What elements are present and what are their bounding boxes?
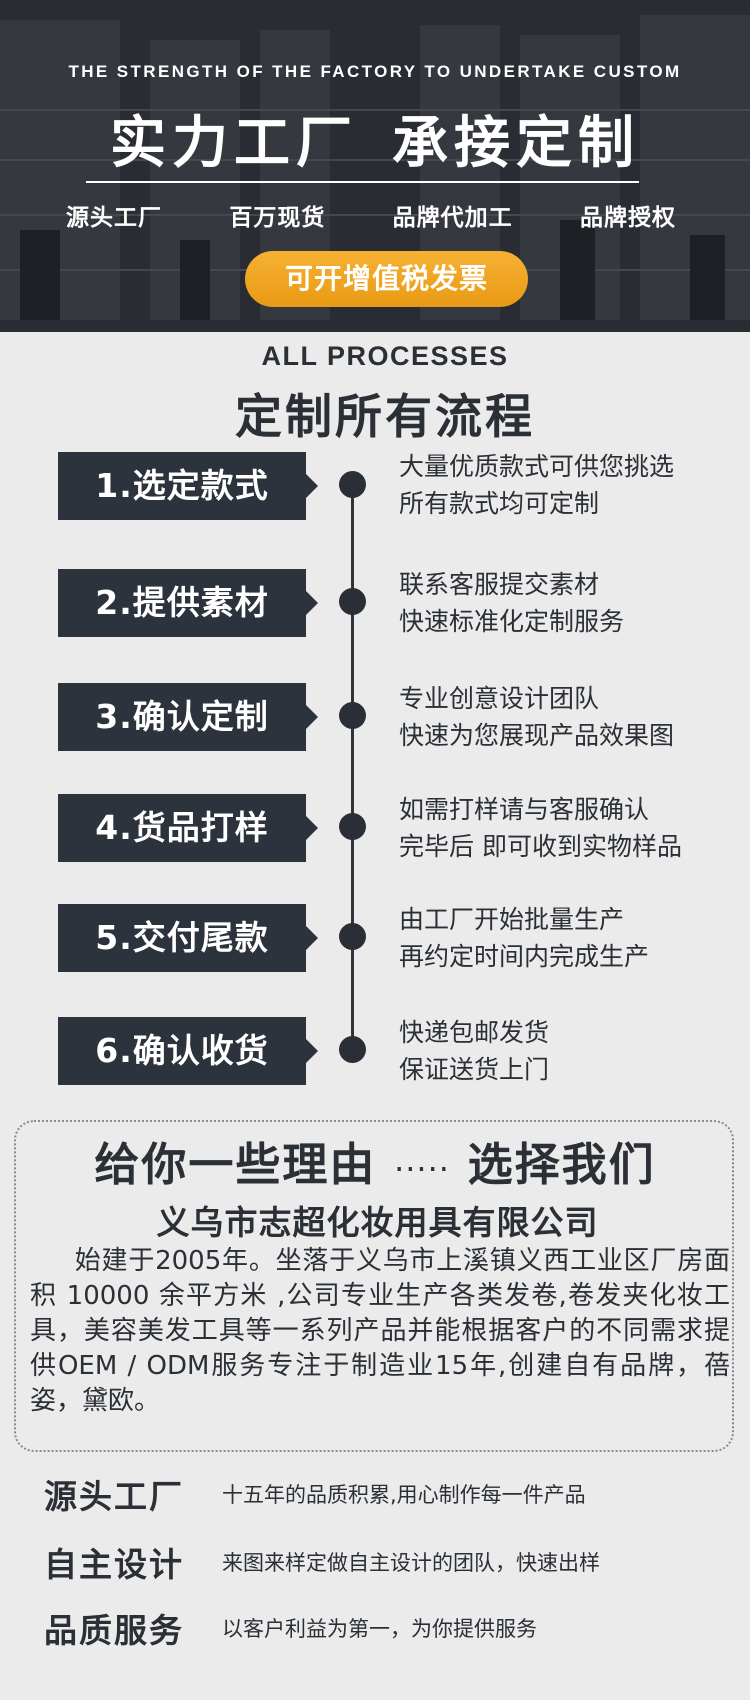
hero-title-left: 实力工厂 [110, 111, 358, 176]
step-description: 专业创意设计团队 快速为您展现产品效果图 [399, 680, 739, 754]
feature-row: 品质服务 以客户利益为第一，为你提供服务 [44, 1604, 724, 1652]
step-description-line: 快递包邮发货 [399, 1018, 550, 1047]
company-description: 始建于2005年。坐落于义乌市上溪镇义西工业区厂房面积 10000 余平方米 ,… [30, 1244, 730, 1419]
step-description-line: 大量优质款式可供您挑选 [399, 452, 675, 481]
step-label: 5.交付尾款 [58, 904, 318, 972]
feature-row: 自主设计 来图来样定做自主设计的团队，快速出样 [44, 1538, 724, 1586]
timeline-dot [339, 1036, 366, 1063]
step-description-line: 快速为您展现产品效果图 [399, 721, 675, 750]
hero-divider [86, 181, 639, 183]
step-description-line: 快速标准化定制服务 [399, 607, 625, 636]
feature-description: 来图来样定做自主设计的团队，快速出样 [222, 1551, 600, 1575]
company-name: 义乌市志超化妆用具有限公司 [156, 1203, 599, 1242]
process-title: 定制所有流程 [235, 390, 535, 445]
feature-description: 以客户利益为第一，为你提供服务 [222, 1617, 537, 1641]
hero-tag: 品牌授权 [579, 205, 676, 231]
feature-description: 十五年的品质积累,用心制作每一件产品 [222, 1483, 586, 1507]
step-description-line: 专业创意设计团队 [399, 684, 600, 713]
step-description: 联系客服提交素材 快速标准化定制服务 [399, 566, 739, 640]
feature-title: 自主设计 [44, 1545, 184, 1584]
step-description: 由工厂开始批量生产 再约定时间内完成生产 [399, 901, 739, 975]
reasons-panel [14, 1120, 734, 1452]
step-description: 如需打样请与客服确认 完毕后 即可收到实物样品 [399, 791, 739, 865]
step-description-line: 再约定时间内完成生产 [399, 942, 650, 971]
hero-tag-list: 源头工厂 百万现货 品牌代加工 品牌授权 [66, 198, 676, 232]
timeline-dot [339, 923, 366, 950]
step-description: 大量优质款式可供您挑选 所有款式均可定制 [399, 448, 739, 522]
step-description-line: 保证送货上门 [399, 1055, 550, 1084]
hero-subtitle: THE STRENGTH OF THE FACTORY TO UNDERTAKE… [68, 62, 682, 81]
hero-banner [0, 0, 750, 332]
process-timeline [351, 480, 354, 1051]
step-description: 快递包邮发货 保证送货上门 [399, 1014, 739, 1088]
process-title-en: ALL PROCESSES [261, 341, 509, 371]
company-description-text: 始建于2005年。坐落于义乌市上溪镇义西工业区厂房面积 10000 余平方米 ,… [30, 1246, 730, 1416]
step-description-line: 如需打样请与客服确认 [399, 795, 650, 824]
reasons-title-right: 选择我们 [467, 1138, 656, 1191]
step-description-line: 由工厂开始批量生产 [399, 905, 625, 934]
step-description-line: 联系客服提交素材 [399, 570, 600, 599]
step-label: 1.选定款式 [58, 452, 318, 520]
step-label: 6.确认收货 [58, 1017, 318, 1085]
timeline-dot [339, 813, 366, 840]
hero-tag: 品牌代加工 [392, 205, 513, 231]
step-label: 4.货品打样 [58, 794, 318, 862]
reasons-title-dots: ····· [394, 1150, 450, 1188]
hero-title-right: 承接定制 [392, 111, 640, 176]
reasons-title-left: 给你一些理由 [94, 1138, 377, 1191]
timeline-dot [339, 702, 366, 729]
hero-title: 实力工厂承接定制 [0, 98, 750, 179]
reasons-title: 给你一些理由 ····· 选择我们 [0, 1128, 750, 1193]
timeline-dot [339, 471, 366, 498]
feature-title: 源头工厂 [44, 1477, 184, 1516]
feature-title: 品质服务 [44, 1611, 184, 1650]
step-label: 3.确认定制 [58, 683, 318, 751]
timeline-dot [339, 588, 366, 615]
invoice-badge: 可开增值税发票 [245, 251, 528, 307]
feature-row: 源头工厂 十五年的品质积累,用心制作每一件产品 [44, 1470, 724, 1518]
step-label: 2.提供素材 [58, 569, 318, 637]
hero-tag: 源头工厂 [66, 205, 162, 231]
hero-tag: 百万现货 [229, 205, 326, 231]
step-description-line: 所有款式均可定制 [399, 489, 600, 518]
step-description-line: 完毕后 即可收到实物样品 [399, 832, 682, 861]
